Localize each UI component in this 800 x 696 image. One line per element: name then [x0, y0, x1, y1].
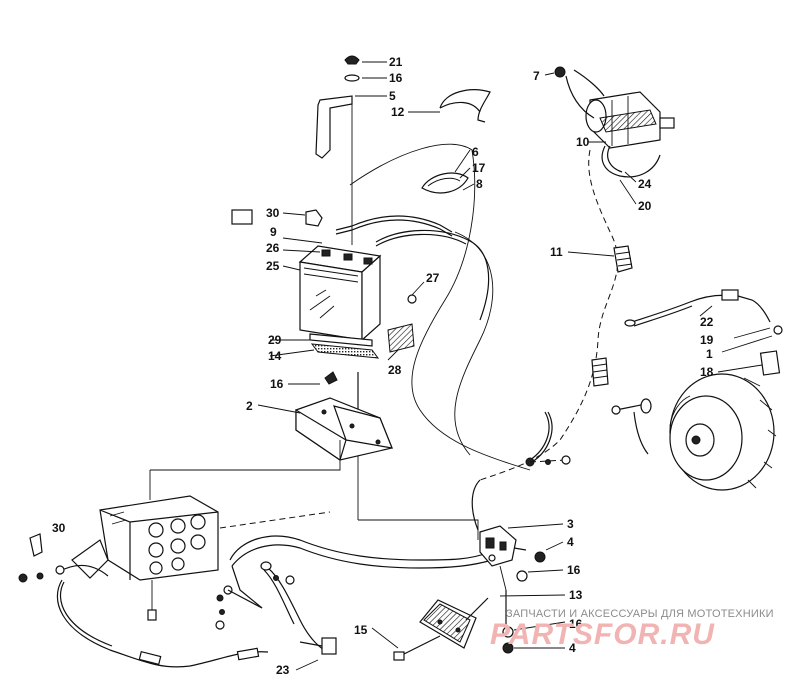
label-30-lower: 30	[52, 521, 66, 535]
label-6: 6	[472, 145, 479, 159]
label-7: 7	[533, 69, 540, 83]
battery-cable-positive	[335, 215, 453, 233]
label-2: 2	[246, 399, 253, 413]
label-9: 9	[270, 225, 277, 239]
battery-25	[298, 245, 382, 342]
cable-11	[479, 149, 619, 481]
label-5: 5	[389, 89, 396, 103]
decal-26	[231, 209, 253, 225]
label-27: 27	[426, 271, 440, 285]
watermark-subtitle: ЗАПЧАСТИ И АКСЕССУАРЫ ДЛЯ МОТОТЕХНИКИ	[506, 608, 774, 620]
bolt-15	[399, 635, 441, 657]
label-11: 11	[550, 245, 563, 259]
label-1: 1	[706, 347, 713, 361]
label-20: 20	[638, 199, 652, 213]
label-23: 23	[276, 663, 290, 677]
label-16-top: 16	[389, 71, 403, 85]
starter-housing	[669, 373, 777, 491]
label-22: 22	[700, 315, 714, 329]
terminal-cap-30	[305, 209, 323, 227]
bolt-27	[407, 294, 417, 304]
battery-cable-negative	[375, 229, 490, 321]
label-14: 14	[268, 349, 282, 363]
pad-29	[309, 333, 373, 347]
label-8: 8	[476, 177, 483, 191]
label-18: 18	[700, 365, 714, 379]
bracket-13	[419, 599, 477, 649]
washer-16-mid	[324, 371, 338, 385]
engine-block	[71, 495, 219, 581]
bolt-lower-engine	[147, 609, 157, 621]
label-15: 15	[354, 623, 368, 637]
battery-tray-2	[295, 397, 393, 461]
nut-4-upper	[534, 551, 546, 563]
label-12: 12	[391, 105, 405, 119]
label-28: 28	[388, 363, 402, 377]
terminal-cap-30-lower	[29, 533, 43, 557]
label-4-lower: 4	[569, 641, 576, 655]
label-30-top: 30	[266, 206, 280, 220]
wing-nut-21	[344, 55, 360, 65]
label-19: 19	[700, 333, 714, 347]
pad-14	[310, 343, 380, 359]
washer-16-top	[344, 74, 360, 82]
ring-17	[421, 172, 469, 194]
label-29: 29	[268, 333, 282, 347]
label-4-upper: 4	[567, 535, 574, 549]
cable-10	[601, 145, 661, 178]
label-10: 10	[576, 135, 590, 149]
nut-4-lower	[502, 642, 514, 654]
strap-12	[439, 89, 491, 123]
label-16-mid: 16	[270, 377, 284, 391]
solenoid-3	[479, 525, 517, 567]
label-25: 25	[266, 259, 280, 273]
label-3: 3	[567, 517, 574, 531]
nut-7	[554, 66, 566, 78]
washer-16-bottom	[502, 626, 514, 638]
harness-23	[267, 567, 331, 655]
label-17: 17	[472, 161, 486, 175]
label-16-bottom: 16	[569, 617, 583, 631]
label-13: 13	[569, 588, 583, 602]
label-26: 26	[266, 241, 280, 255]
boot-11-lower	[591, 357, 609, 387]
label-21: 21	[389, 55, 403, 69]
washer-16-lower	[516, 570, 528, 582]
lower-cable-left	[56, 579, 269, 668]
bracket-5	[315, 95, 353, 159]
body-panel-outline	[349, 143, 531, 471]
pad-28	[387, 323, 415, 353]
decal-18	[759, 350, 781, 376]
solenoid-motor	[585, 91, 675, 149]
main-harness	[229, 535, 491, 561]
watermark-logo: PARTSFOR.RU	[490, 618, 715, 651]
label-24: 24	[638, 177, 652, 191]
label-16-lower: 16	[567, 563, 581, 577]
